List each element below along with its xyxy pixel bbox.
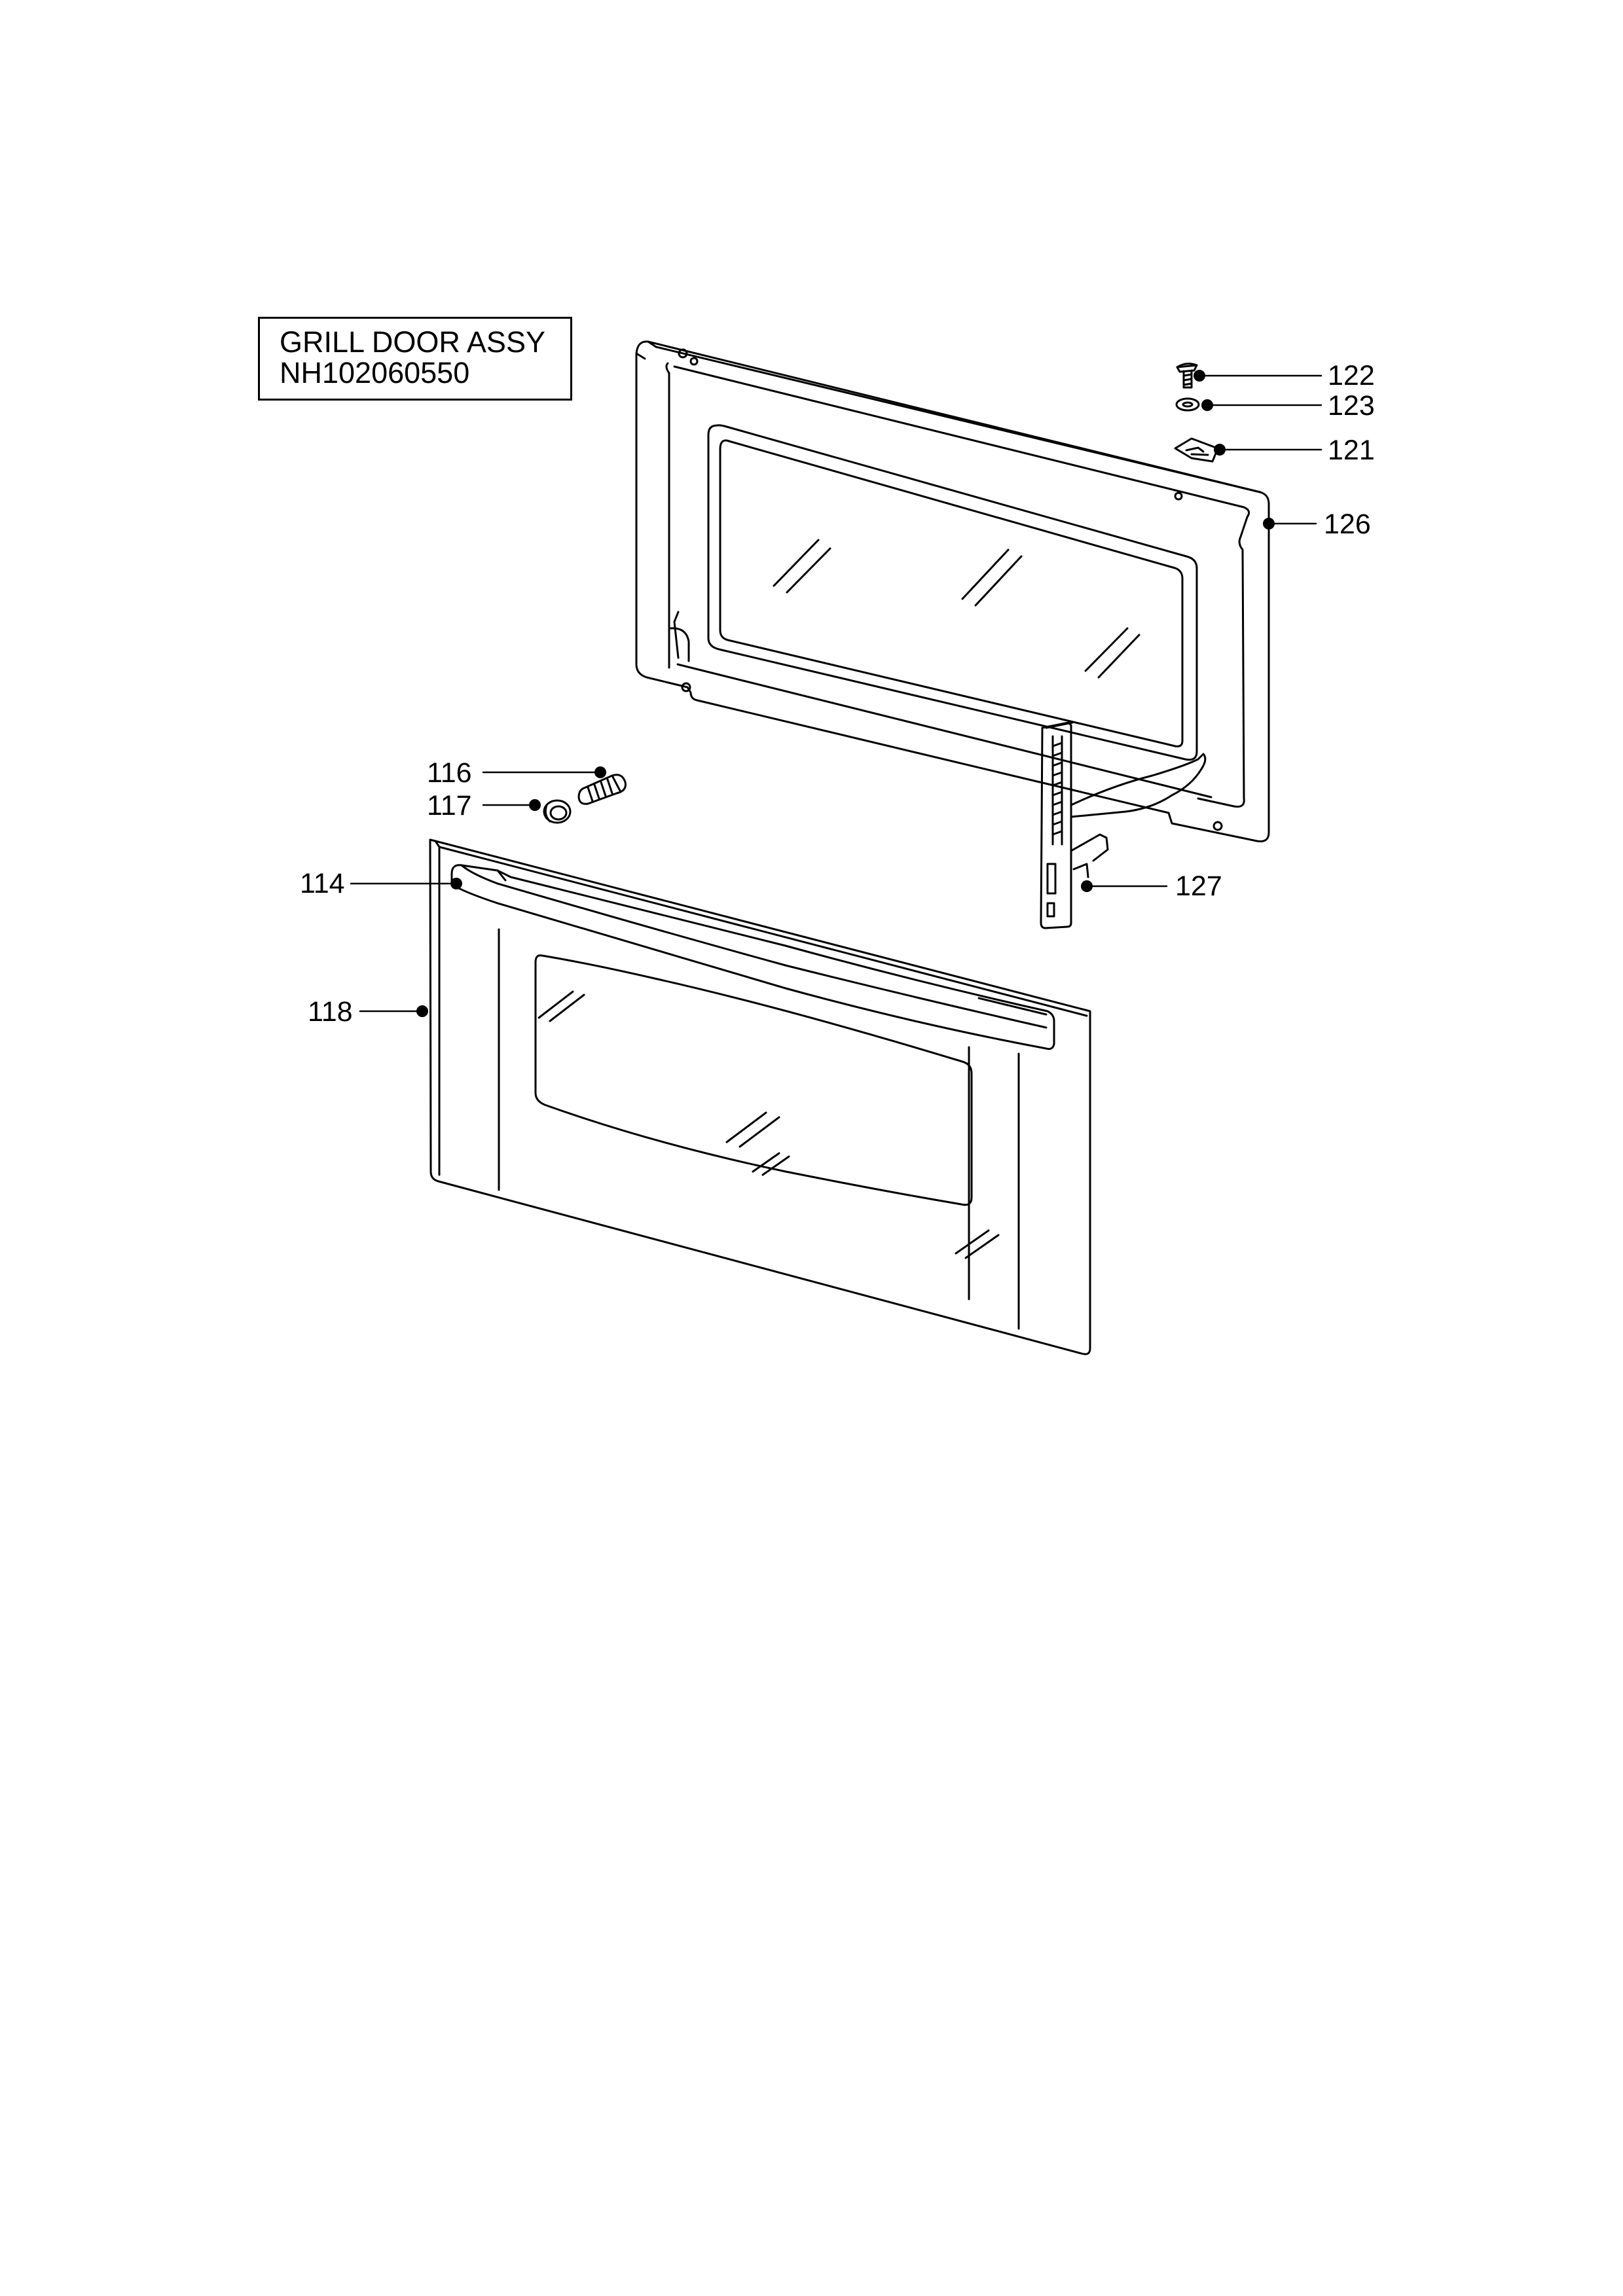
screw-122 <box>1176 363 1198 389</box>
callout-123: 123 <box>1328 390 1375 422</box>
assembly-title-box: GRILL DOOR ASSY NH102060550 <box>258 317 572 401</box>
callout-122: 122 <box>1328 360 1375 391</box>
washer-123 <box>1175 397 1200 412</box>
door-hinge <box>1040 721 1207 929</box>
callout-116: 116 <box>427 757 472 789</box>
callout-121: 121 <box>1328 435 1375 466</box>
callout-118: 118 <box>308 996 353 1028</box>
door-handle <box>450 864 1055 1050</box>
assembly-name: GRILL DOOR ASSY <box>280 325 545 359</box>
assembly-part-number: NH102060550 <box>280 356 470 389</box>
clip-121 <box>1174 437 1219 463</box>
callout-dots <box>416 370 1275 1017</box>
callout-117: 117 <box>427 790 472 821</box>
bush-117 <box>543 799 572 824</box>
leader-lines <box>350 374 1322 1013</box>
screw-116 <box>577 774 627 805</box>
inner-door-panel <box>635 340 1270 842</box>
outer-door-panel <box>429 838 1091 1355</box>
callout-114: 114 <box>300 868 345 899</box>
callout-127: 127 <box>1175 870 1222 902</box>
callout-labels: 122 123 121 126 116 117 114 127 118 <box>300 360 1375 1028</box>
callout-126: 126 <box>1324 509 1371 540</box>
